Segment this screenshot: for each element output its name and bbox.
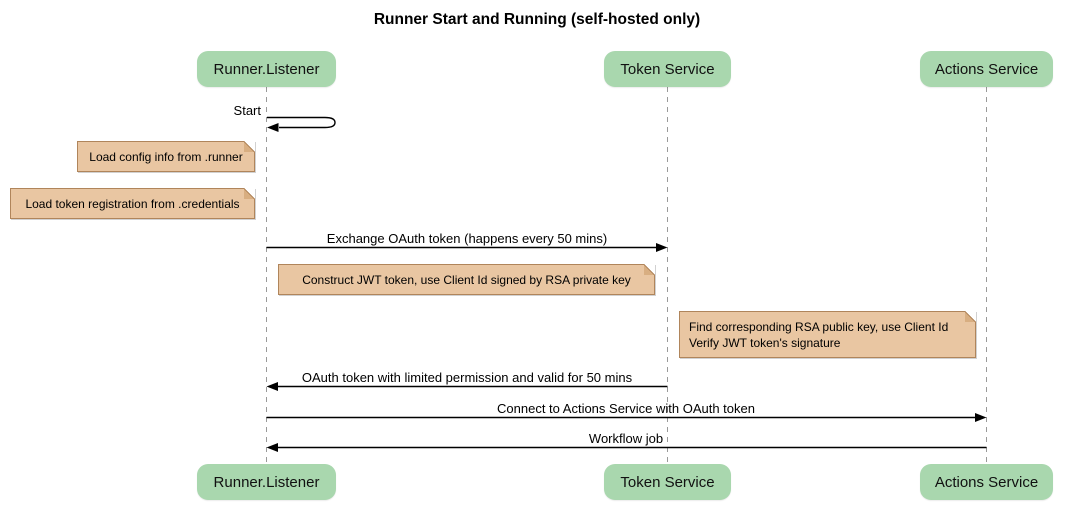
note-load-config: Load config info from .runner xyxy=(77,141,255,172)
message-label-workflow-job: Workflow job xyxy=(588,431,664,446)
note-text: Load config info from .runner xyxy=(89,149,243,164)
note-fold-icon xyxy=(644,264,655,275)
participant-token-service-top: Token Service xyxy=(604,51,731,87)
note-fold-icon xyxy=(244,188,255,199)
message-label-oauth-token-return: OAuth token with limited permission and … xyxy=(301,370,633,385)
message-label-connect-actions-service: Connect to Actions Service with OAuth to… xyxy=(497,401,755,416)
note-text: Load token registration from .credential… xyxy=(25,196,240,211)
participant-token-service-bottom: Token Service xyxy=(604,464,731,500)
note-text-line2: Verify JWT token's signature xyxy=(689,335,841,350)
note-load-token-registration: Load token registration from .credential… xyxy=(10,188,255,219)
participant-runner-listener-top: Runner.Listener xyxy=(197,51,336,87)
message-label-start: Start xyxy=(233,103,261,118)
note-text: Construct JWT token, use Client Id signe… xyxy=(302,272,631,287)
note-fold-icon xyxy=(244,141,255,152)
note-construct-jwt: Construct JWT token, use Client Id signe… xyxy=(278,264,655,295)
message-label-exchange-oauth-token: Exchange OAuth token (happens every 50 m… xyxy=(326,231,608,246)
self-message-arrow-start xyxy=(267,116,336,132)
participant-actions-service-top: Actions Service xyxy=(920,51,1053,87)
participant-actions-service-bottom: Actions Service xyxy=(920,464,1053,500)
note-verify-jwt: Find corresponding RSA public key, use C… xyxy=(679,311,976,358)
participant-runner-listener-bottom: Runner.Listener xyxy=(197,464,336,500)
note-text-line1: Find corresponding RSA public key, use C… xyxy=(689,319,949,334)
diagram-title: Runner Start and Running (self-hosted on… xyxy=(373,11,701,28)
note-fold-icon xyxy=(965,311,976,322)
